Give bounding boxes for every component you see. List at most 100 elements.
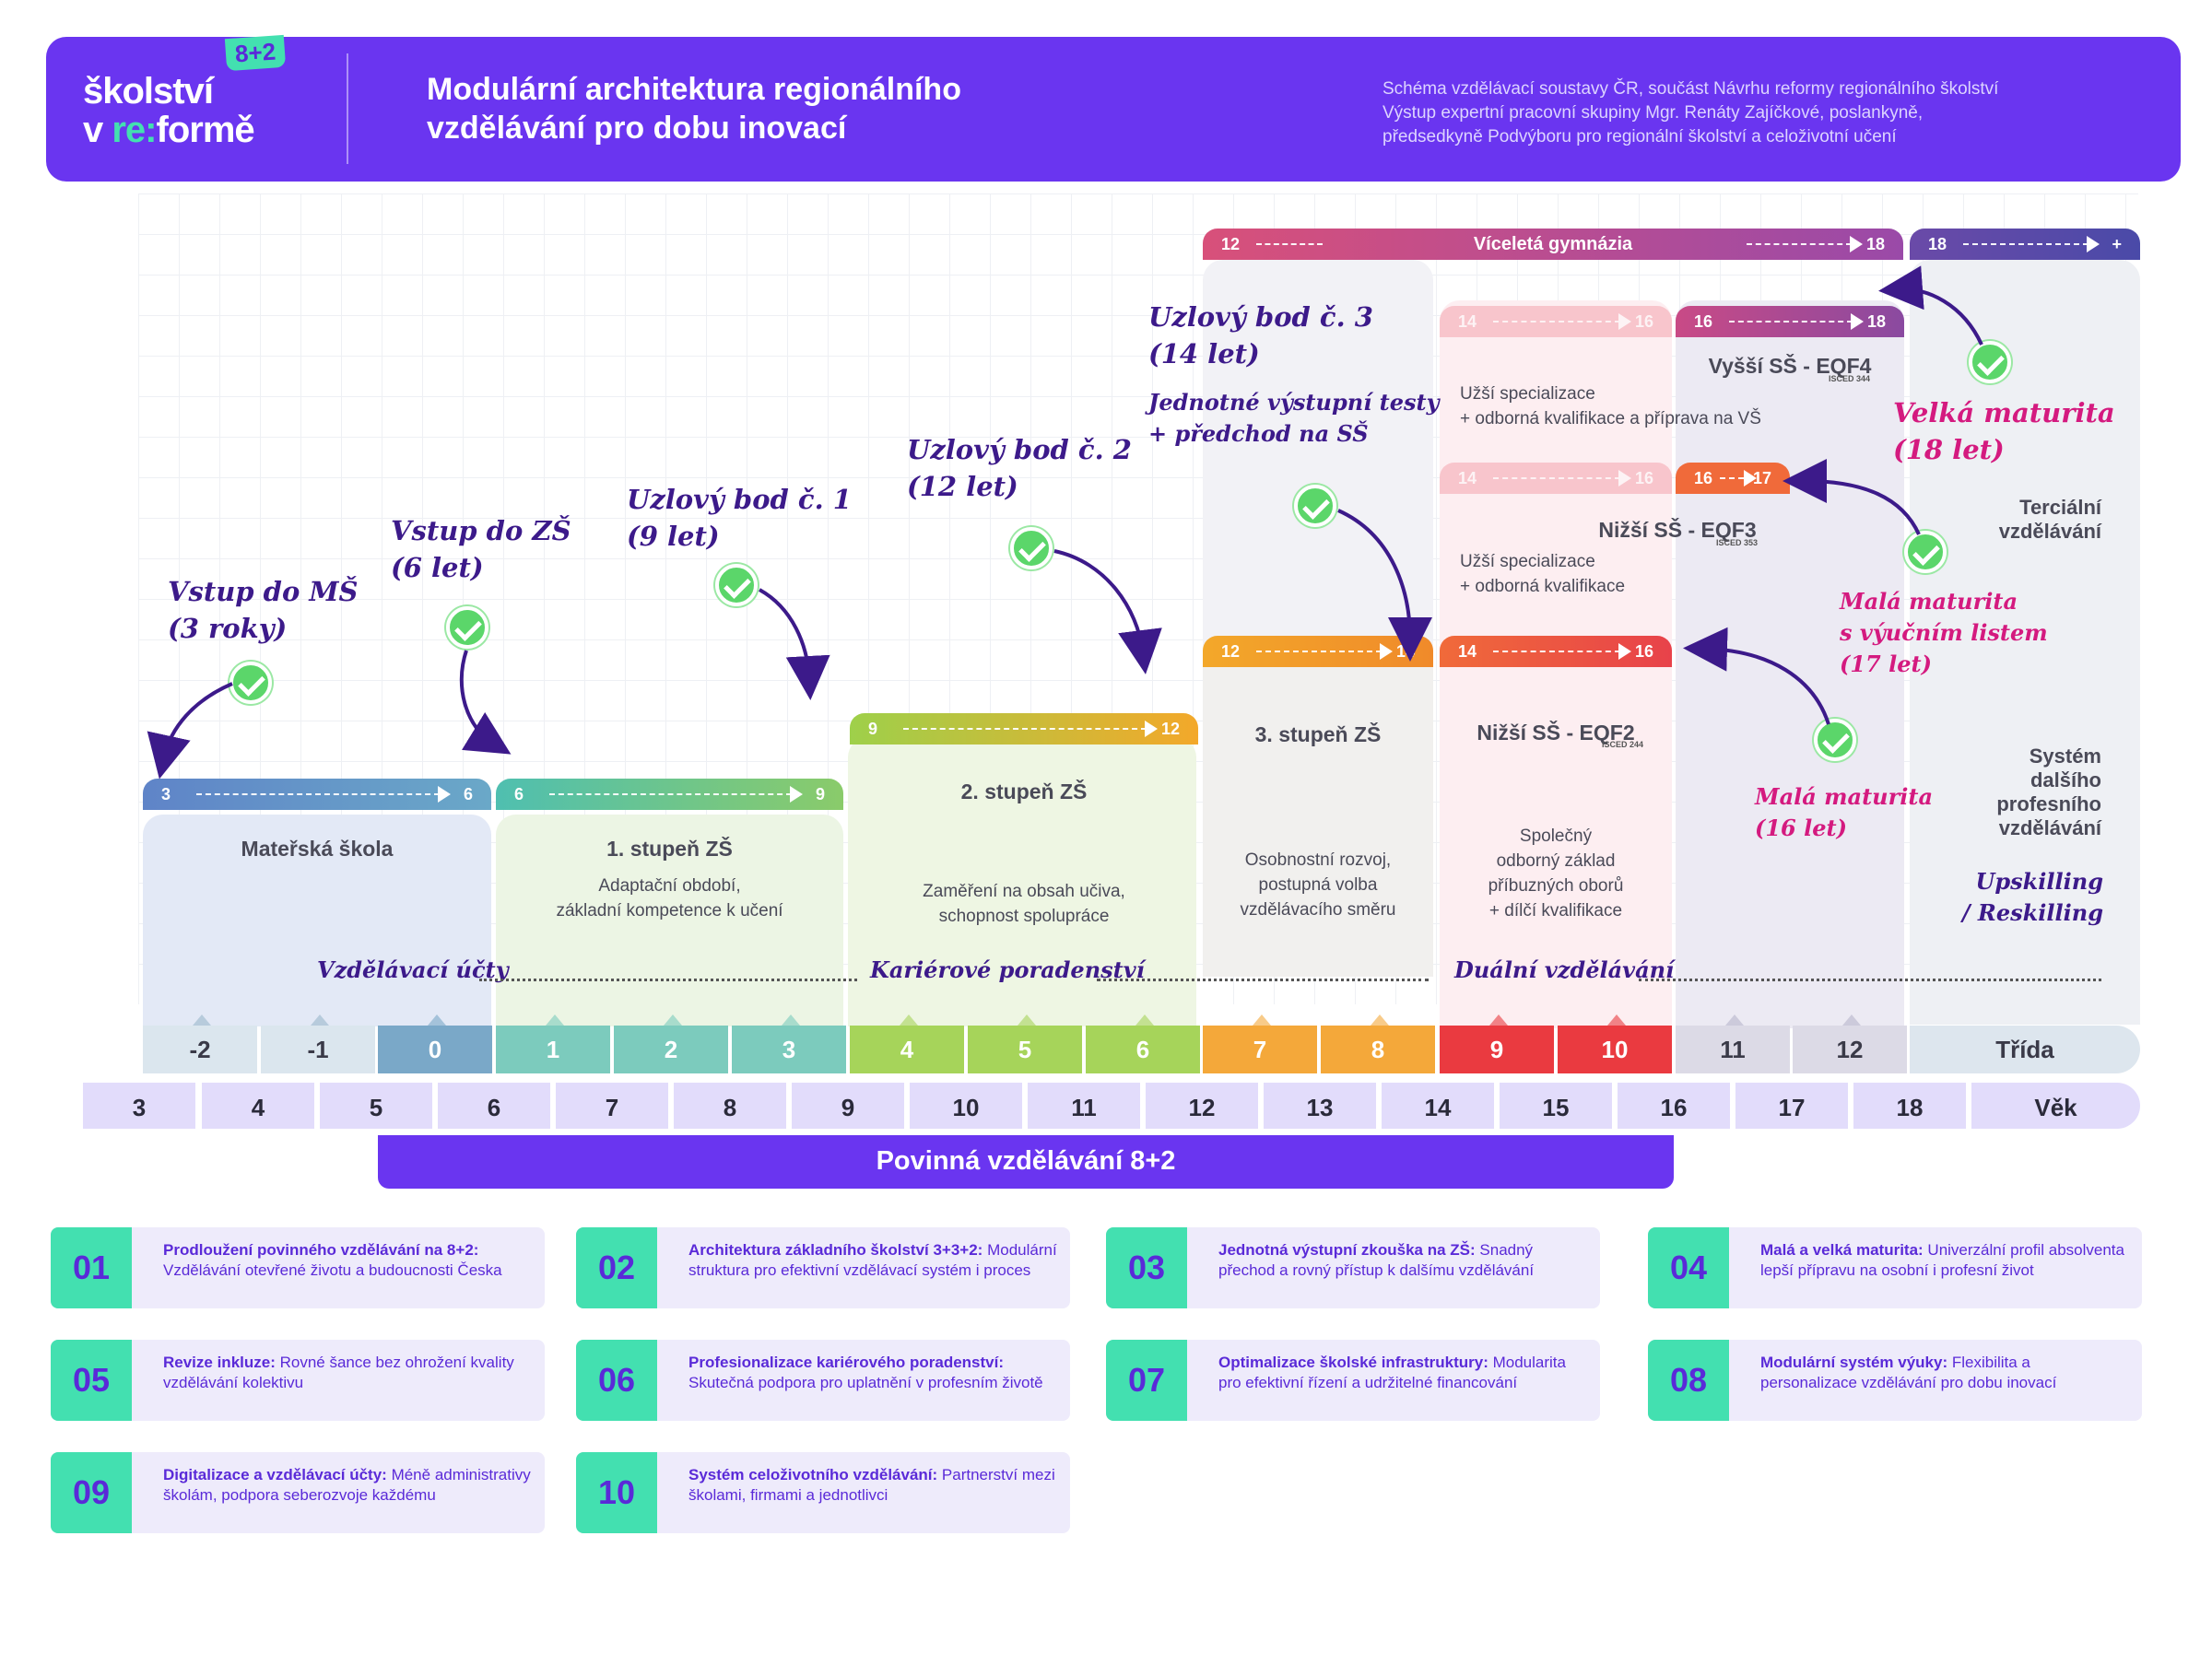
box-zs1-sub: Adaptační období,základní kompetence k u… bbox=[556, 876, 783, 920]
milestone-ub1: Uzlový bod č. 1(9 let) bbox=[627, 484, 852, 552]
vek-cell: 15 bbox=[1500, 1083, 1612, 1129]
trida-label: Třída bbox=[1910, 1026, 2140, 1073]
col-gym-bg bbox=[1203, 260, 1433, 647]
page-title: Modulární architektura regionálního vzdě… bbox=[427, 72, 961, 146]
trida-cell: 8 bbox=[1321, 1014, 1435, 1073]
track-dots-1 bbox=[479, 979, 857, 981]
box-zs3-title: 3. stupeň ZŠ bbox=[1254, 722, 1382, 746]
vek-cell: 14 bbox=[1382, 1083, 1494, 1129]
vek-cell: 18 bbox=[1853, 1083, 1966, 1129]
col-terc bbox=[1910, 260, 2140, 1025]
milestone-ub2: Uzlový bod č. 2(12 let) bbox=[907, 434, 1132, 502]
eqf2-isced: ISCED 244 bbox=[1602, 740, 1644, 749]
trida-cell: 4 bbox=[850, 1014, 964, 1073]
povinna-vzdelavani-bar: Povinná vzdělávání 8+2 bbox=[378, 1135, 1674, 1189]
gym-label: Víceletá gymnázia bbox=[1473, 234, 1633, 254]
check-icon bbox=[229, 662, 272, 704]
box-eqf3-title: Nižší SŠ - EQF3 bbox=[1598, 518, 1757, 542]
col-ms bbox=[143, 815, 491, 1026]
logo-line1: školství bbox=[83, 71, 214, 111]
upskilling-label: Upskilling/ Reskilling bbox=[1961, 868, 2103, 926]
eqf3-isced: ISCED 353 bbox=[1716, 538, 1759, 547]
vek-cell: 13 bbox=[1264, 1083, 1376, 1129]
vek-cell: 4 bbox=[202, 1083, 314, 1129]
trida-cell: 11 bbox=[1676, 1014, 1790, 1073]
header-banner: 8+2 školství v re:formě Modulární archit… bbox=[46, 34, 2181, 182]
check-icon bbox=[446, 606, 488, 649]
milestone-ms: Vstup do MŠ(3 roky) bbox=[168, 576, 359, 644]
vek-cell: 17 bbox=[1735, 1083, 1848, 1129]
logo-divider bbox=[347, 53, 348, 164]
logo: školství v re:formě bbox=[83, 71, 255, 150]
vek-cell: 9 bbox=[792, 1083, 904, 1129]
arrow-ub2 bbox=[1053, 549, 1162, 674]
trida-cell: -1 bbox=[261, 1014, 375, 1073]
check-icon bbox=[1010, 527, 1053, 569]
vek-cell: 16 bbox=[1618, 1083, 1730, 1129]
arrow-zs bbox=[459, 650, 512, 755]
milestone-velka-maturita: Velká maturita(18 let) bbox=[1893, 397, 2115, 465]
box-zs2-sub: Zaměření na obsah učiva,schopnost spolup… bbox=[923, 882, 1125, 926]
eqf4-isced: ISCED 344 bbox=[1829, 374, 1871, 383]
box-zs1-title: 1. stupeň ZŠ bbox=[606, 837, 733, 861]
vek-cell: 5 bbox=[320, 1083, 432, 1129]
vek-cell: 11 bbox=[1028, 1083, 1140, 1129]
box-eqf2-title: Nižší SŠ - EQF2 bbox=[1477, 721, 1635, 745]
track-dualni: Duální vzdělávání bbox=[1454, 956, 1675, 983]
vek-label: Věk bbox=[1971, 1083, 2140, 1129]
col-zs2 bbox=[848, 737, 1196, 1026]
trida-cell: 3 bbox=[732, 1014, 846, 1073]
vek-cell: 6 bbox=[438, 1083, 550, 1129]
box-eqf4-title: Vyšší SŠ - EQF4 bbox=[1708, 354, 1872, 378]
arrow-mala-maturita bbox=[1683, 627, 1830, 725]
vek-cell: 10 bbox=[910, 1083, 1022, 1129]
track-ucty: Vzdělávací účty bbox=[317, 956, 509, 983]
vek-cell: 7 bbox=[556, 1083, 668, 1129]
track-dots-2 bbox=[1097, 979, 1429, 981]
track-dots-3 bbox=[1639, 979, 2101, 981]
check-icon bbox=[1969, 341, 2011, 383]
box-ms-title: Mateřská škola bbox=[241, 837, 394, 861]
box-eqf3-sub: Užší specializace+ odborná kvalifikace bbox=[1460, 552, 1626, 596]
milestone-ub3: Uzlový bod č. 3(14 let) bbox=[1148, 301, 1373, 369]
strip-gym: 12 Víceletá gymnázia 18 bbox=[1203, 229, 1903, 260]
check-icon bbox=[1904, 531, 1947, 573]
trida-cell: 9 bbox=[1440, 1014, 1554, 1073]
trida-cell: 5 bbox=[968, 1014, 1082, 1073]
trida-cell: 10 bbox=[1558, 1014, 1672, 1073]
col-zs1 bbox=[496, 815, 843, 1026]
strip-terc: 18+ bbox=[1910, 229, 2140, 260]
milestone-mala-maturita: Malá maturita(16 let) bbox=[1755, 783, 1934, 841]
trida-cell: 1 bbox=[496, 1014, 610, 1073]
arrow-velka-maturita bbox=[1878, 265, 1983, 346]
trida-cell: 12 bbox=[1793, 1014, 1907, 1073]
arrow-ub3 bbox=[1337, 509, 1432, 662]
trida-cell: 2 bbox=[614, 1014, 728, 1073]
check-icon bbox=[1294, 485, 1336, 527]
vek-cell: 3 bbox=[83, 1083, 195, 1129]
milestone-ub3-note: Jednotné výstupní testy+ předchod na SŠ bbox=[1148, 389, 1440, 447]
arrow-mala-maturita-vl bbox=[1783, 459, 1921, 535]
logo-line2: v re:formě bbox=[83, 110, 255, 150]
